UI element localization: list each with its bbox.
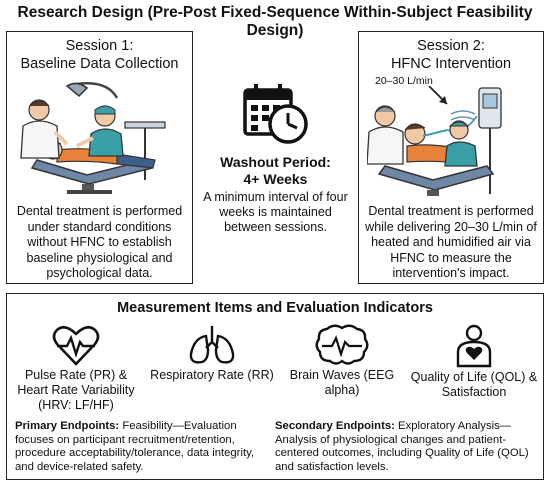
primary-endpoints-text: Feasibility—Evaluation focuses on partic…: [15, 420, 255, 473]
measure-item-hrv: Pulse Rate (PR) & Heart Rate Variability…: [9, 324, 143, 413]
secondary-endpoints-text: Exploratory Analysis—Analysis of physiol…: [275, 420, 529, 473]
measurements-title: Measurement Items and Evaluation Indicat…: [117, 300, 433, 316]
primary-endpoints-label: Primary Endpoints:: [15, 420, 120, 432]
calendar-clock-icon: [243, 84, 308, 144]
page-title: Research Design (Pre-Post Fixed-Sequence…: [17, 4, 533, 39]
measure-item-eeg: Brain Waves (EEG alpha): [275, 324, 409, 398]
secondary-endpoints-label: Secondary Endpoints:: [275, 420, 395, 432]
session1-title-line1: Session 1:: [65, 38, 134, 54]
dental-treatment-illustration: [20, 82, 166, 194]
measure-item-label: Quality of Life (QOL) & Satisfaction: [410, 370, 538, 399]
washout-title: Washout Period: 4+ Weeks: [195, 154, 356, 188]
session2-description: Dental treatment is performed while deli…: [365, 204, 537, 280]
lungs-icon: [189, 326, 235, 364]
measure-item-rr: Respiratory Rate (RR): [145, 324, 279, 383]
measurements-panel: Measurement Items and Evaluation Indicat…: [6, 293, 544, 480]
washout-description: A minimum interval of four weeks is main…: [203, 190, 348, 234]
session1-description: Dental treatment is performed under stan…: [16, 204, 183, 280]
washout-title-line2: 4+ Weeks: [243, 171, 308, 187]
heart-pulse-icon: [52, 325, 100, 366]
primary-endpoints: Primary Endpoints: Feasibility—Evaluatio…: [15, 420, 265, 474]
measure-item-qol: Quality of Life (QOL) & Satisfaction: [407, 324, 541, 400]
session1-title-line2: Baseline Data Collection: [20, 56, 179, 72]
secondary-endpoints: Secondary Endpoints: Exploratory Analysi…: [275, 420, 537, 474]
brain-wave-icon: [315, 324, 369, 365]
session2-panel: Session 2: HFNC Intervention 20–30 L/min…: [358, 31, 544, 284]
session2-title-line1: Session 2:: [417, 38, 485, 54]
person-heart-icon: [456, 324, 492, 368]
measure-item-label: Respiratory Rate (RR): [150, 368, 274, 382]
session2-title-line2: HFNC Intervention: [390, 56, 512, 72]
hfnc-treatment-illustration: [367, 86, 502, 196]
washout-title-line1: Washout Period:: [220, 154, 331, 170]
flow-rate-label: 20–30 L/min: [375, 75, 433, 87]
session1-panel: Session 1: Baseline Data Collection Dent…: [6, 31, 193, 284]
measure-item-label: Brain Waves (EEG alpha): [289, 368, 395, 397]
measure-item-label: Pulse Rate (PR) & Heart Rate Variability…: [17, 368, 135, 412]
